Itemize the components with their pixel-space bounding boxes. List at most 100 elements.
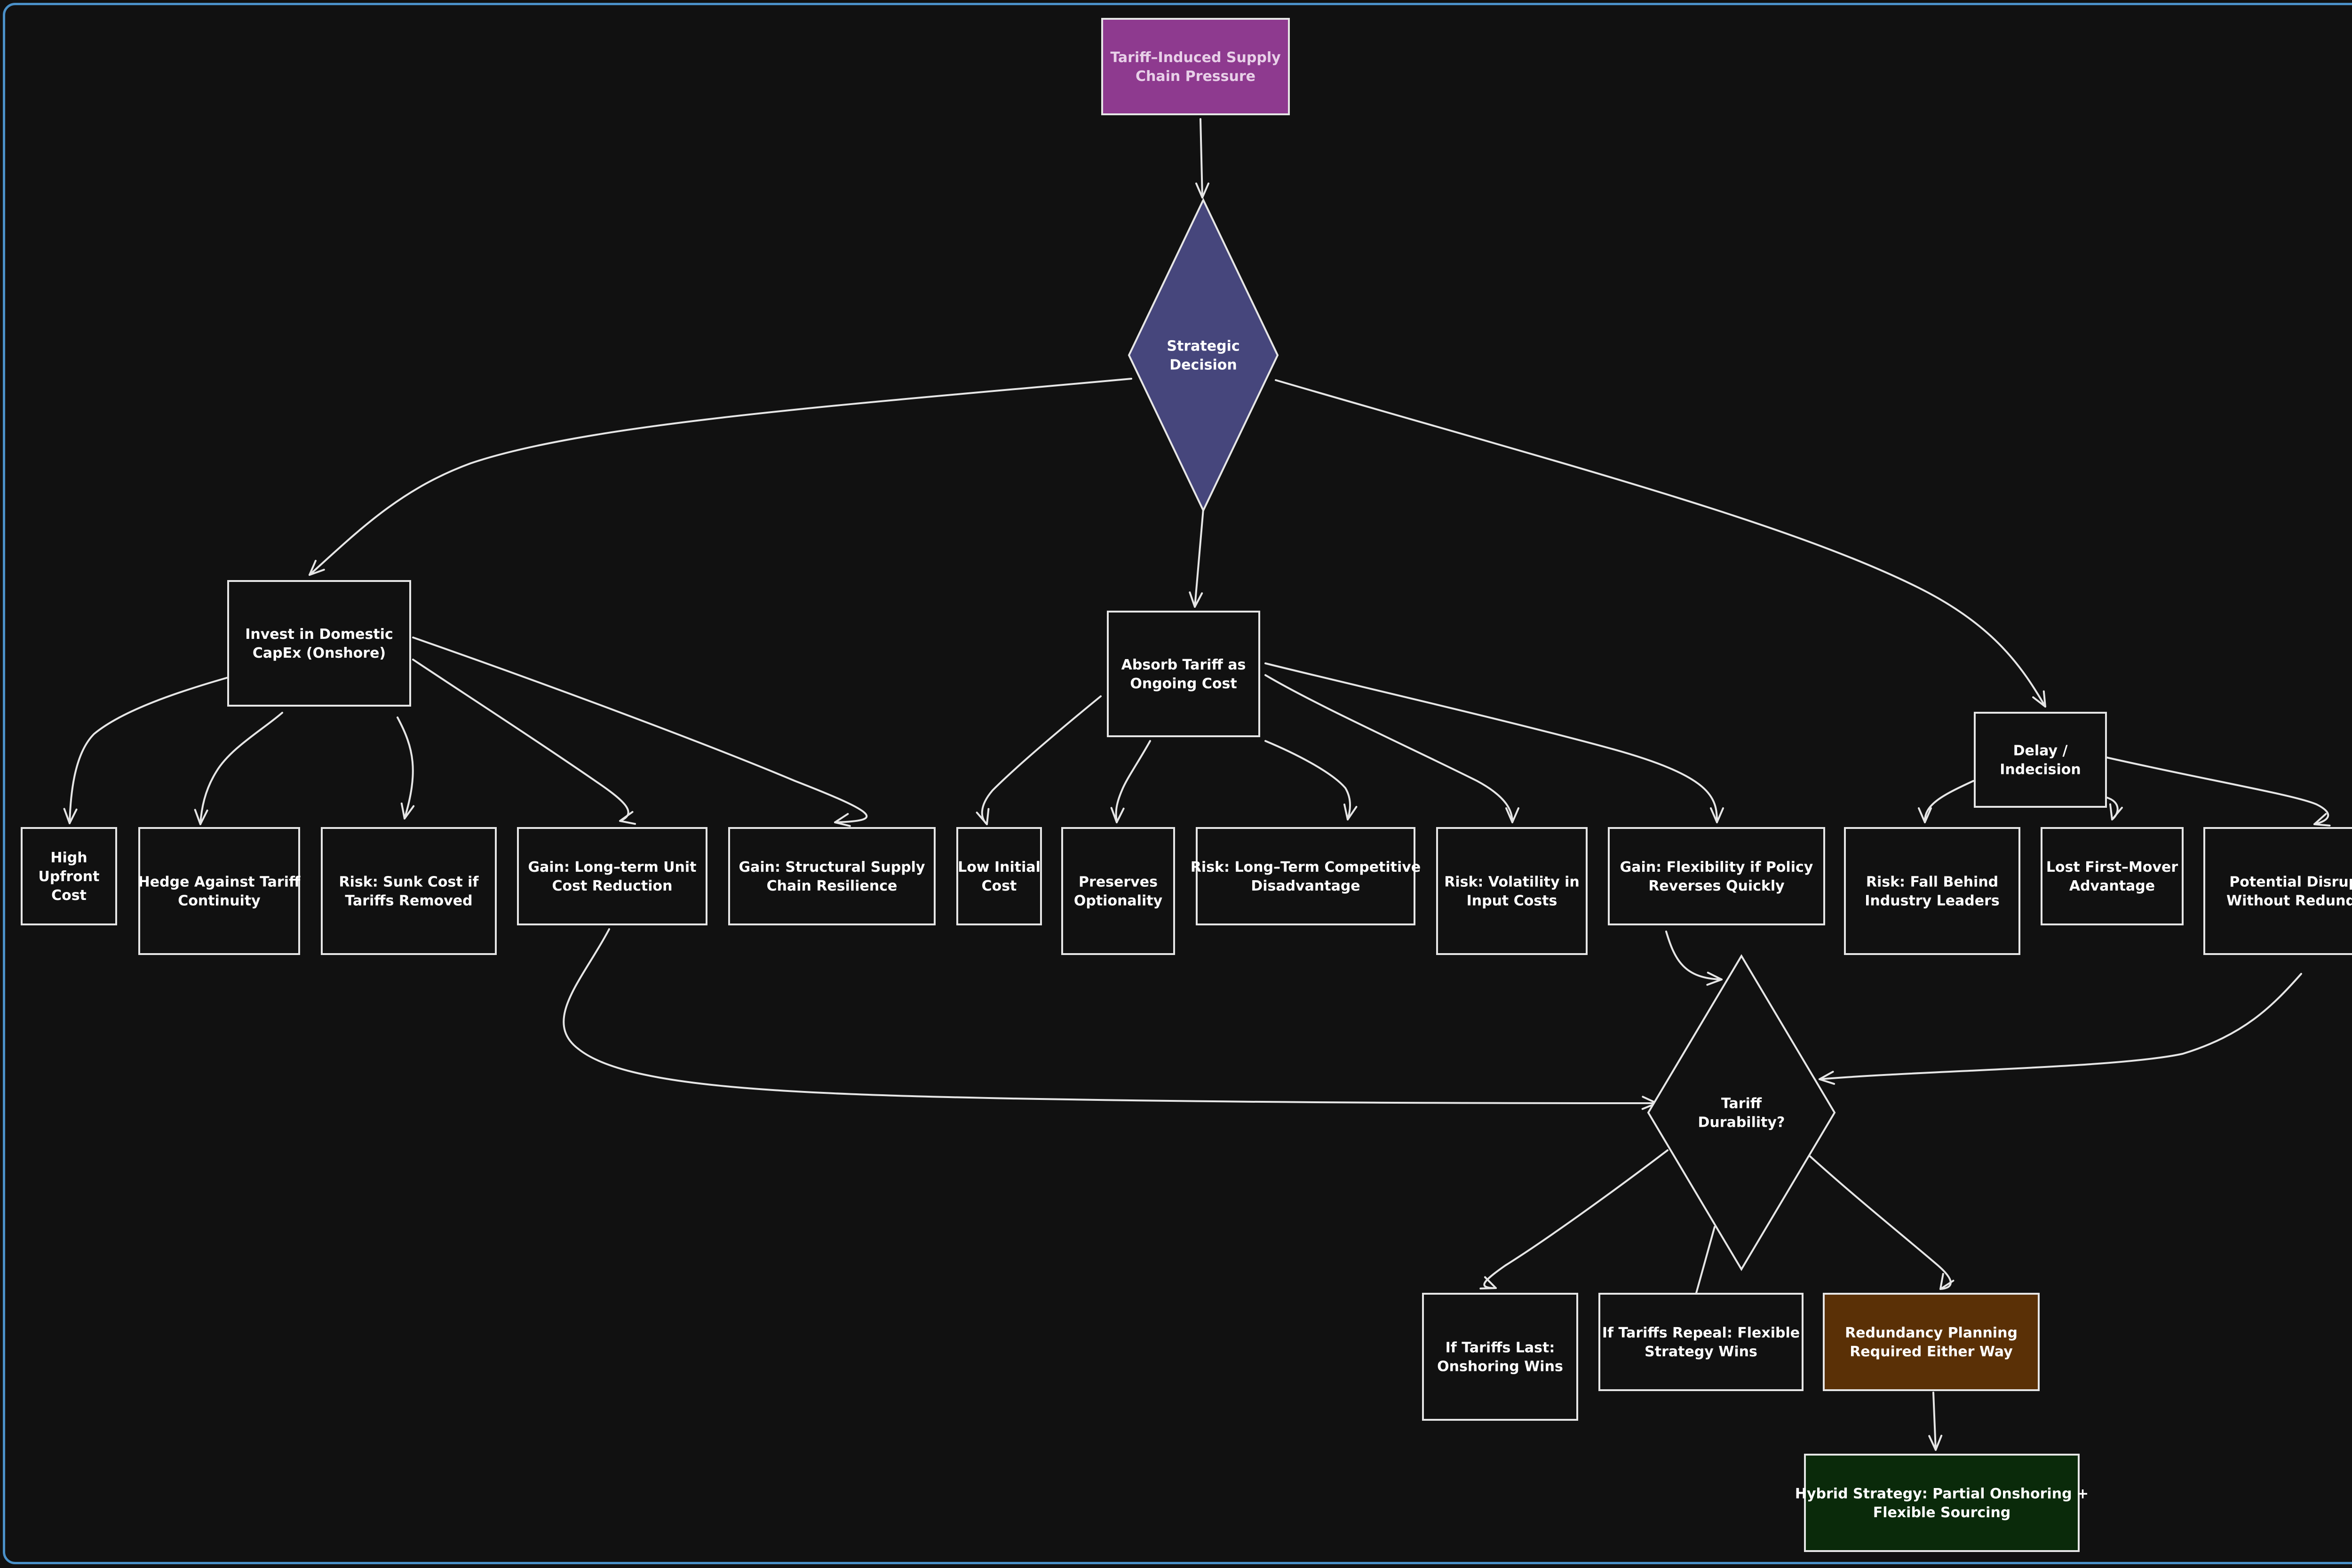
tariffs-last-node[interactable]: If Tariffs Last:Onshoring Wins (1422, 1293, 1578, 1421)
node-label-line: If Tariffs Repeal: Flexible (1602, 1325, 1800, 1341)
node-label-line: Upfront (39, 868, 100, 885)
arrowhead-icon (1479, 1276, 1497, 1289)
risk-sunk-cost-node[interactable]: Risk: Sunk Cost if Tariffs Removed (321, 827, 497, 955)
edge-invest-to-resilience (412, 637, 868, 827)
hybrid-strategy-node[interactable]: Hybrid Strategy: Partial Onshoring +Flex… (1795, 1454, 2089, 1552)
edge-line (1194, 508, 1204, 608)
edge-invest-to-sunk (397, 716, 415, 820)
arrowhead-icon (1505, 807, 1519, 823)
edge-durability-to-tariffs_repeal (1695, 1226, 1716, 1296)
edge-flexibility-to-durability (1665, 931, 1723, 986)
edge-absorb-to-flexibility (1264, 662, 1724, 823)
edge-decision-to-invest (309, 378, 1132, 576)
edge-line (309, 378, 1132, 576)
edge-line (412, 659, 629, 822)
arrowhead-icon (63, 808, 78, 824)
edge-line (1275, 379, 2046, 708)
node-label-line: Tariff (1721, 1096, 1762, 1112)
node-label-line: Tariffs Removed (345, 893, 472, 909)
node-label-line: Tariff–Induced Supply (1110, 49, 1281, 66)
node-label-line: Absorb Tariff as (1121, 657, 1246, 673)
node-label-line: Ongoing Cost (1130, 676, 1237, 692)
node-shape (517, 827, 707, 925)
node-label-line: Disadvantage (1251, 878, 1360, 894)
node-shape (1804, 1454, 2080, 1552)
node-label-line: Strategic (1167, 338, 1240, 355)
node-shape (1823, 1293, 2040, 1391)
edge-absorb-to-low_initial (976, 695, 1102, 825)
node-shape (1107, 611, 1260, 737)
edge-disruption-to-durability (1819, 973, 2302, 1085)
node-label-line: Delay / (2013, 743, 2068, 759)
edge-delay-to-disruption (2106, 756, 2331, 827)
edge-decision-to-absorb (1189, 508, 1204, 608)
absorb-tariff-node[interactable]: Absorb Tariff as Ongoing Cost (1107, 611, 1260, 737)
node-shape (2041, 827, 2184, 925)
arrowhead-icon (1343, 804, 1358, 820)
edge-durability-to-redundancy (1809, 1155, 1955, 1290)
arrowhead-icon (2313, 813, 2331, 827)
edge-line (69, 677, 229, 824)
edge-line (981, 695, 1102, 825)
arrowhead-icon (1195, 183, 1209, 199)
delay-indecision-node[interactable]: Delay / Indecision (1974, 712, 2107, 808)
node-label-line: Strategy Wins (1645, 1344, 1757, 1360)
edge-line (199, 712, 283, 825)
edge-root-to-decision (1195, 118, 1209, 199)
arrowhead-icon (1928, 1434, 1943, 1451)
node-label-line: Decision (1169, 357, 1237, 374)
node-label-line: Indecision (2000, 762, 2081, 778)
edge-line (1115, 740, 1151, 823)
node-label-line: Potential Disruption (2229, 874, 2352, 891)
node-shape (1196, 827, 1415, 925)
node-shape (138, 827, 300, 955)
node-label-line: Risk: Fall Behind (1866, 874, 1998, 891)
edge-decision-to-delay (1275, 379, 2046, 708)
node-shape (1061, 827, 1175, 955)
edge-absorb-to-volatility (1264, 674, 1519, 823)
node-label-line: Cost (51, 887, 87, 904)
node-label-line: Hedge Against Tariff (138, 874, 301, 891)
node-shape (1598, 1293, 1804, 1391)
arrowhead-icon (1706, 971, 1723, 986)
potential-disruption-node[interactable]: Potential DisruptionWithout Redundancy (2203, 827, 2352, 955)
node-label-line: If Tariffs Last: (1446, 1340, 1555, 1356)
node-label-line: Risk: Sunk Cost if (339, 874, 479, 891)
arrowhead-icon (194, 809, 208, 825)
node-shape (321, 827, 497, 955)
node-label-line: Gain: Flexibility if Policy (1620, 859, 1813, 876)
edge-absorb-to-competitive (1264, 740, 1358, 820)
node-label-line: Gain: Structural Supply (739, 859, 925, 876)
node-shape (1422, 1293, 1578, 1421)
node-label-line: CapEx (Onshore) (253, 645, 386, 661)
edge-line (1809, 1155, 1952, 1290)
node-shape (956, 827, 1042, 925)
edge-line (412, 637, 868, 823)
arrowhead-icon (2032, 690, 2046, 708)
arrowhead-icon (1819, 1071, 1836, 1085)
edge-invest-to-hedge (194, 712, 283, 825)
node-label-line: Low Initial (958, 859, 1041, 876)
node-label-line: Reverses Quickly (1648, 878, 1785, 894)
arrowhead-icon (1110, 807, 1125, 823)
node-shape (1844, 827, 2020, 955)
node-shape (1647, 954, 1836, 1271)
